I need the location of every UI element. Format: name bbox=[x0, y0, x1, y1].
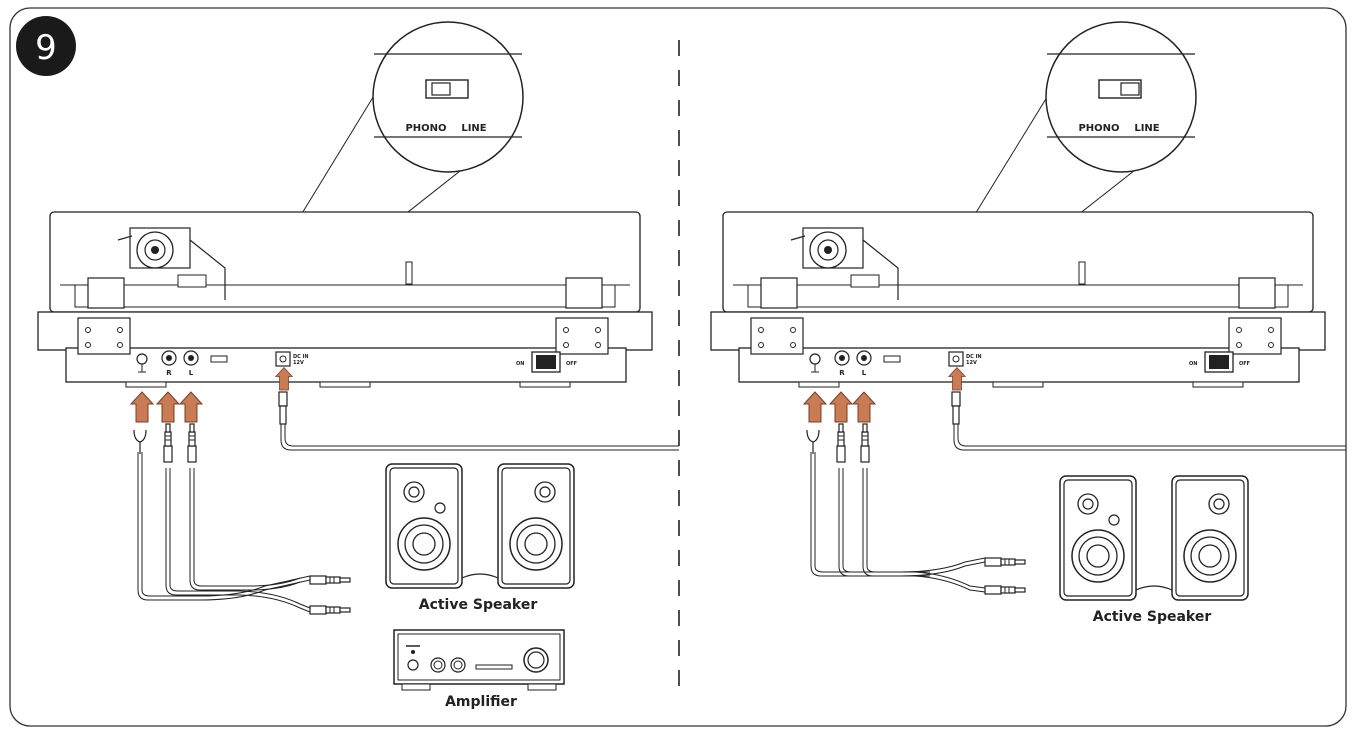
zoom-line-label: LINE bbox=[461, 123, 486, 134]
switch-zoom-phono: PHONO LINE bbox=[372, 21, 524, 173]
panel-border bbox=[9, 7, 1347, 727]
power-on-label: ON bbox=[516, 361, 524, 367]
zoom-phono-label: PHONO bbox=[405, 123, 446, 134]
step-number: 9 bbox=[35, 28, 57, 68]
jack-label-l: L bbox=[189, 369, 194, 377]
step-badge: 9 bbox=[16, 16, 76, 76]
rca-cable-right bbox=[810, 452, 986, 593]
dc-cable bbox=[278, 391, 679, 451]
turntable-rear-view bbox=[37, 211, 653, 388]
speaker-label-right: Active Speaker bbox=[1093, 609, 1212, 625]
rca-plug-out-1-right bbox=[984, 557, 1026, 567]
rca-plug-r-right bbox=[836, 423, 846, 463]
ground-fork-right bbox=[806, 429, 820, 454]
switch-zoom-line: PHONO LINE bbox=[1045, 21, 1197, 173]
rca-plug-l-right bbox=[860, 423, 870, 463]
power-off-label-right: OFF bbox=[1239, 361, 1250, 367]
speaker-label-left: Active Speaker bbox=[419, 597, 538, 613]
power-on-label-right: ON bbox=[1189, 361, 1197, 367]
zoom-phono-label-right: PHONO bbox=[1078, 123, 1119, 134]
jack-label-l-right: L bbox=[862, 369, 867, 377]
power-off-label: OFF bbox=[566, 361, 577, 367]
active-speaker-pair bbox=[385, 463, 575, 589]
zoom-line-label-right: LINE bbox=[1134, 123, 1159, 134]
rca-plug-l bbox=[187, 423, 197, 463]
jack-label-r-right: R bbox=[839, 369, 845, 377]
rca-cable bbox=[137, 452, 311, 613]
rca-plug-r bbox=[163, 423, 173, 463]
ground-fork bbox=[133, 429, 147, 454]
switch-knob-line bbox=[1120, 82, 1140, 96]
switch-knob-phono bbox=[431, 82, 451, 96]
turntable-rear-view-right bbox=[710, 211, 1326, 388]
active-speaker-pair-right bbox=[1059, 475, 1249, 601]
rca-plug-out-2-right bbox=[984, 585, 1026, 595]
amplifier-label: Amplifier bbox=[445, 694, 517, 710]
dc-cable-right bbox=[951, 391, 1346, 451]
amplifier bbox=[393, 629, 565, 691]
rca-plug-out-1 bbox=[309, 575, 351, 585]
rca-plug-out-2 bbox=[309, 605, 351, 615]
jack-label-r: R bbox=[166, 369, 172, 377]
